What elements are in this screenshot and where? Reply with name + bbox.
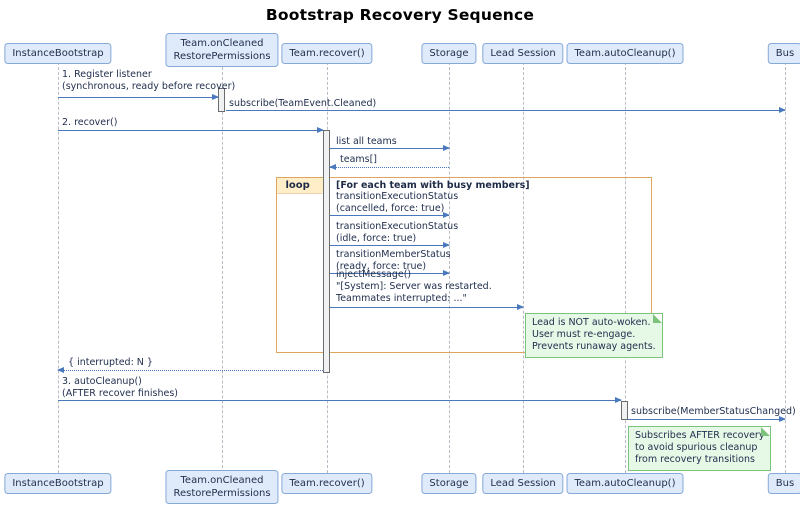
loop-condition: [For each team with busy members] [336,180,530,191]
participant-oncleaned-bottom-line1: Team.onCleaned [180,475,264,486]
arrowhead-right-icon [779,107,786,113]
lifeline-storage [449,62,450,473]
arrowhead-right-icon [443,270,450,276]
participant-instancebootstrap-bottom: InstanceBootstrap [4,473,112,494]
message-inject-message-line2: "[System]: Server was restarted. [336,281,492,292]
participant-recover-bottom: Team.recover() [281,473,373,494]
message-subscribe-cleaned: subscribe(TeamEvent.Cleaned) [229,98,377,109]
arrowhead-left-icon [57,367,64,373]
message-register-listener: 1. Register listener (synchronous, ready… [62,69,235,93]
participant-recover-top: Team.recover() [281,43,373,64]
arrow-subscribe-cleaned [226,107,786,113]
activation-oncleaned [218,88,225,112]
arrow-transition-cancelled [330,212,450,218]
arrow-register-listener [58,94,219,100]
lifeline-oncleaned [222,62,223,473]
message-transition-idle: transitionExecutionStatus (idle, force: … [336,221,458,245]
message-transition-member: transitionMemberStatus (ready, force: tr… [336,249,451,273]
participant-autocleanup-bottom: Team.autoCleanup() [566,473,684,494]
lifeline-instancebootstrap [58,62,59,473]
participant-lead-session-top: Lead Session [482,43,564,64]
message-transition-cancelled-line2: (cancelled, force: true) [336,203,445,214]
message-teams-return: teams[] [340,154,378,165]
message-transition-idle-line2: (idle, force: true) [336,233,417,244]
note-lead-line3: Prevents runaway agents. [532,341,656,352]
arrow-teams-return [329,164,449,170]
diagram-title: Bootstrap Recovery Sequence [265,6,535,24]
message-register-listener-line2: (synchronous, ready before recover) [62,81,236,92]
arrow-transition-member [330,270,450,276]
arrowhead-right-icon [212,94,219,100]
participant-oncleaned-bottom: Team.onCleaned RestorePermissions [165,470,279,504]
lifeline-bus [785,62,786,473]
arrowhead-right-icon [443,145,450,151]
note-subscribe-line3: from recovery transitions [635,454,755,465]
arrow-transition-idle [330,242,450,248]
loop-label: loop [275,176,330,194]
arrow-interrupted-return [57,367,323,373]
arrowhead-right-icon [443,242,450,248]
message-transition-cancelled-line1: transitionExecutionStatus [336,191,459,202]
arrow-list-all-teams [330,145,450,151]
participant-instancebootstrap-top: InstanceBootstrap [4,43,112,64]
lifeline-autocleanup [625,62,626,473]
message-transition-member-line2: (ready, force: true) [336,261,427,272]
participant-oncleaned-bottom-line2: RestorePermissions [173,488,271,499]
message-subscribe-member: subscribe(MemberStatusChanged) [631,406,796,417]
note-lead-line2: User must re-engage. [532,329,636,340]
note-subscribe-line2: to avoid spurious cleanup [635,442,758,453]
activation-recover [323,130,330,373]
message-transition-cancelled: transitionExecutionStatus (cancelled, fo… [336,191,458,215]
message-inject-message: injectMessage() "[System]: Server was re… [336,269,492,305]
message-auto-cleanup: 3. autoCleanup() (AFTER recover finishes… [62,376,178,400]
participant-bus-bottom: Bus [767,473,800,494]
message-inject-message-line1: injectMessage() [336,269,412,280]
activation-autocleanup [621,401,628,420]
participant-storage-bottom: Storage [421,473,477,494]
participant-oncleaned-line2: RestorePermissions [173,51,271,62]
message-interrupted-return: { interrupted: N } [68,357,153,368]
note-subscribe-line1: Subscribes AFTER recovery [635,430,765,441]
message-list-all-teams: list all teams [336,136,397,147]
participant-storage-top: Storage [421,43,477,64]
arrow-auto-cleanup [58,397,622,403]
note-subscribe-after-recovery: Subscribes AFTER recovery to avoid spuri… [628,426,772,471]
message-auto-cleanup-line1: 3. autoCleanup() [62,376,142,387]
message-recover: 2. recover() [62,117,118,128]
note-lead-not-woken: Lead is NOT auto-woken. User must re-eng… [525,313,663,358]
arrowhead-right-icon [615,397,622,403]
message-transition-idle-line1: transitionExecutionStatus [336,221,459,232]
arrowhead-right-icon [317,127,324,133]
arrow-recover [58,127,324,133]
arrow-inject-message [330,304,524,310]
participant-bus-top: Bus [767,43,800,64]
participant-lead-session-bottom: Lead Session [482,473,564,494]
arrowhead-right-icon [443,212,450,218]
participant-oncleaned-top: Team.onCleaned RestorePermissions [165,33,279,67]
message-inject-message-line3: Teammates interrupted: ..." [336,293,467,304]
participant-oncleaned-line1: Team.onCleaned [180,38,264,49]
loop-frame: loop [275,176,652,353]
message-transition-member-line1: transitionMemberStatus [336,249,451,260]
note-lead-line1: Lead is NOT auto-woken. [532,317,651,328]
arrow-subscribe-member [628,416,786,422]
message-register-listener-line1: 1. Register listener [62,69,152,80]
arrowhead-right-icon [779,416,786,422]
arrowhead-left-icon [329,164,336,170]
lifeline-lead-session [523,62,524,473]
arrowhead-right-icon [517,304,524,310]
message-auto-cleanup-line2: (AFTER recover finishes) [62,388,179,399]
participant-autocleanup-top: Team.autoCleanup() [566,43,684,64]
